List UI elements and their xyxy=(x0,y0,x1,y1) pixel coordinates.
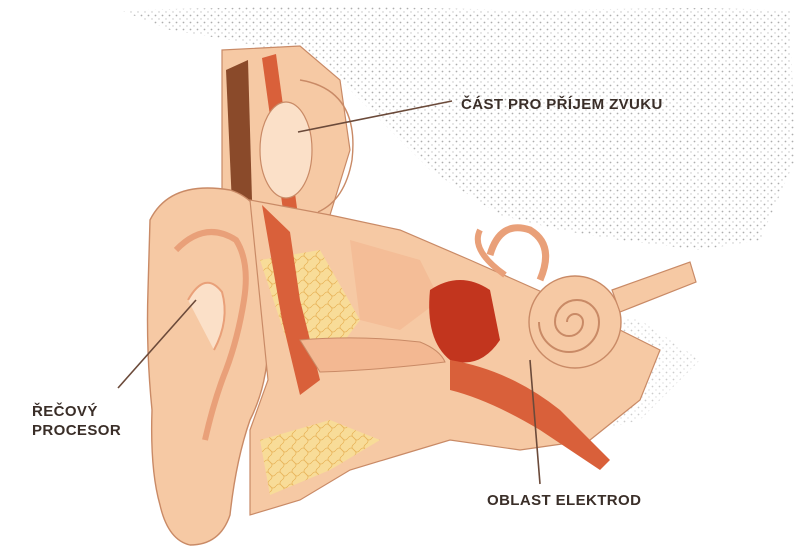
label-speech-processor: ŘEČOVÝ PROCESOR xyxy=(32,402,121,440)
label-electrode-area: OBLAST ELEKTROD xyxy=(487,491,641,510)
label-receiver-part: ČÁST PRO PŘÍJEM ZVUKU xyxy=(461,95,663,114)
label-speech-processor-line2: PROCESOR xyxy=(32,421,121,440)
label-speech-processor-line1: ŘEČOVÝ xyxy=(32,402,121,421)
